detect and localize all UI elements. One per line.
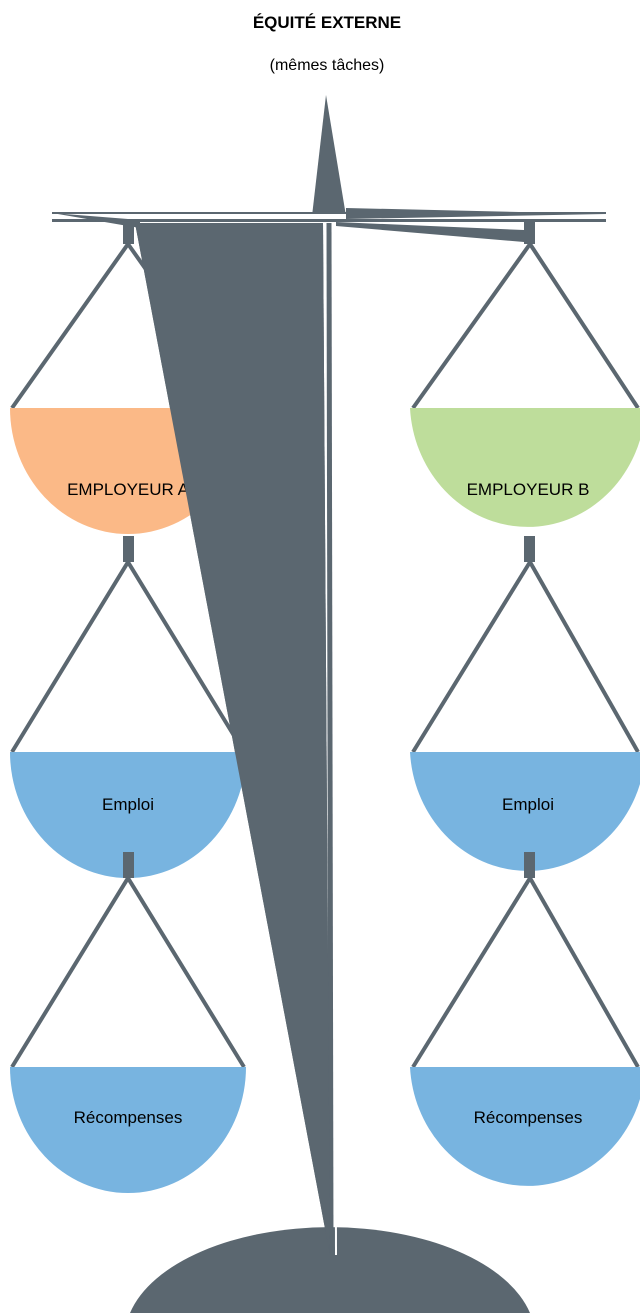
pan-label: Récompenses <box>74 1108 183 1127</box>
scale-pillar-front <box>135 223 330 1255</box>
diagram-subtitle: (mêmes tâches) <box>270 57 385 74</box>
pan-label: EMPLOYEUR A <box>67 480 190 499</box>
pan-label: Récompenses <box>474 1108 583 1127</box>
pan-label: EMPLOYEUR B <box>467 480 590 499</box>
scale-pointer <box>312 95 346 216</box>
pan-label: Emploi <box>102 795 154 814</box>
left-column: EMPLOYEUR A Emploi Récompenses <box>10 222 246 1193</box>
pan-emploi-right <box>410 752 640 871</box>
pan-label: Emploi <box>502 795 554 814</box>
pan-employeur-b <box>410 408 640 527</box>
scale-base <box>130 1227 530 1313</box>
pan-recompenses-left <box>10 1067 246 1193</box>
diagram-title: ÉQUITÉ EXTERNE <box>253 13 401 32</box>
scale-beam <box>52 208 606 242</box>
pan-emploi-left <box>10 752 246 878</box>
right-column: EMPLOYEUR B Emploi Récompenses <box>410 222 640 1186</box>
pan-recompenses-right <box>410 1067 640 1186</box>
